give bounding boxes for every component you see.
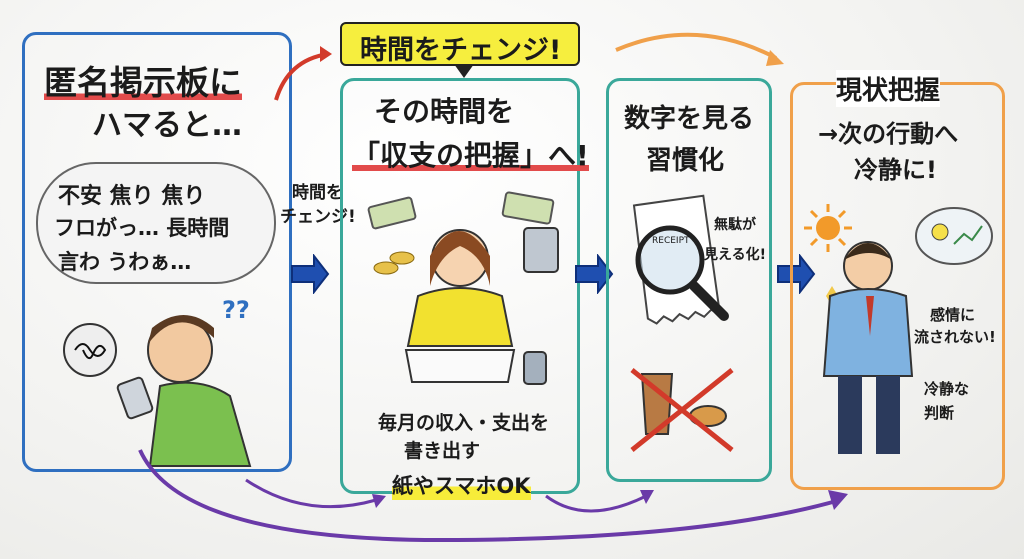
- man-hair: [844, 243, 892, 260]
- arrow-right-icon: [777, 254, 816, 294]
- yellow-sweater: [406, 287, 514, 347]
- panel4-note1-line2: 流されない!: [914, 328, 996, 346]
- phone-icon: [116, 376, 154, 420]
- idea-bubble: [915, 207, 993, 265]
- blue-sweater: [822, 288, 914, 377]
- curved-arrow-orange-icon: [615, 32, 784, 66]
- cross-mark-icon: [630, 368, 734, 452]
- trousers: [838, 376, 862, 454]
- banknote-icon: [501, 191, 555, 225]
- panel2-caption-line3: 紙やスマホOK: [392, 470, 531, 500]
- panel3-title-line1: 数字を見る: [624, 104, 755, 134]
- scribble-icon: [74, 343, 107, 360]
- panel2-caption-line1: 毎月の収入・支出を: [378, 412, 550, 434]
- growth-chart-icon: [953, 225, 983, 245]
- person-phone-illustration: [63, 315, 252, 467]
- coffee-cup-icon: [640, 373, 674, 435]
- panel1-title-line1: 匿名掲示板に: [44, 56, 242, 104]
- cloud-line2: フロがっ… 長時間: [54, 216, 230, 240]
- question-marks: ??: [222, 296, 250, 324]
- cloud-line3: 言わ うわぁ…: [58, 250, 192, 274]
- panel-anonymous-board: [22, 32, 292, 472]
- receipt-magnifier-illustration: [630, 194, 734, 452]
- panel4-title-line1: 現状把握: [836, 70, 941, 107]
- coin-icon: [373, 261, 399, 275]
- panel4-note2-line1: 冷静な: [924, 380, 970, 398]
- panel4-note1-line1: 感情に: [930, 306, 976, 324]
- hair: [148, 315, 214, 344]
- curved-arrow-red-icon: [274, 46, 332, 101]
- panel3-note-line2: 見える化!: [704, 247, 766, 263]
- panel4-title-line2: →次の行動へ: [818, 120, 959, 148]
- panel2-caption-line2: 書き出す: [404, 440, 481, 462]
- cloud-line1: 不安 焦り 焦り: [58, 184, 206, 209]
- businessman-illustration: [804, 204, 993, 454]
- coin-icon: [389, 251, 415, 265]
- panel4-title-line3: 冷静に!: [854, 156, 937, 184]
- purple-flow-arrow-icon: [138, 449, 848, 543]
- smartphone-icon: [523, 351, 547, 385]
- tie-icon: [866, 296, 874, 336]
- panel-number-habit: [606, 78, 772, 482]
- panel3-title-line2: 習慣化: [646, 146, 725, 176]
- panel2-title-line2: 「収支の把握」へ!: [352, 134, 589, 174]
- calculator-icon: [523, 227, 559, 273]
- banknote-icon: [367, 196, 417, 230]
- panel4-note2-line2: 判断: [924, 404, 955, 422]
- panel2-title-line1: その時間を: [374, 95, 515, 128]
- receipt-text: RECEIPT: [652, 236, 690, 246]
- connector-label-line1: 時間を: [292, 183, 343, 203]
- arrow-right-icon: [291, 254, 330, 294]
- worry-cloud: [36, 162, 276, 284]
- callout-text: 時間をチェンジ!: [360, 35, 562, 66]
- notebook-icon: [404, 349, 516, 383]
- woman-hair: [430, 231, 490, 286]
- panel3-note-line1: 無駄が: [714, 217, 756, 233]
- change-time-callout: [340, 22, 580, 78]
- woman-writing-illustration: [367, 191, 559, 385]
- panel1-title-line2: ハマると…: [92, 108, 242, 143]
- arrow-right-icon: [575, 254, 614, 294]
- connector-label-line2: チェンジ!: [280, 207, 356, 227]
- lightbulb-icon: [931, 223, 949, 241]
- green-shirt: [148, 381, 252, 467]
- sun-icon: [816, 216, 840, 240]
- magnifier-icon: [635, 225, 705, 295]
